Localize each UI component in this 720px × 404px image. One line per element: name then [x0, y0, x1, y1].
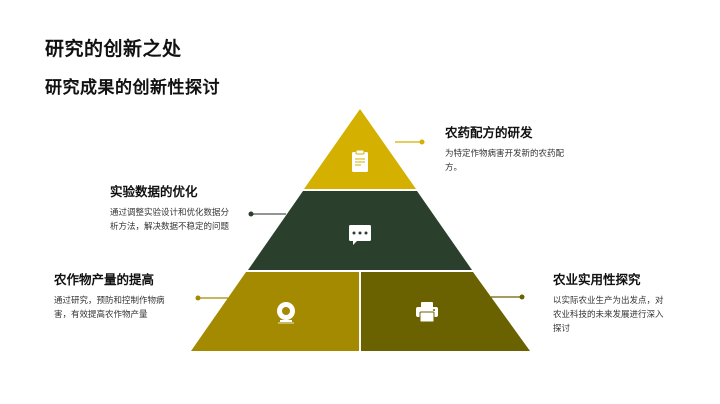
printer-icon: [416, 302, 438, 323]
clipboard-icon: [352, 149, 368, 172]
info-title: 农药配方的研发: [445, 125, 533, 140]
page-subtitle: 研究成果的创新性探讨: [45, 78, 220, 98]
info-title: 农作物产量的提高: [54, 272, 155, 287]
info-title: 农业实用性探究: [553, 272, 641, 287]
info-block-bottom-right: 农业实用性探究 以实际农业生产为出发点，对农业科技的未来发展进行深入探讨: [553, 269, 665, 336]
pyramid-tier-bottom-right: [361, 272, 530, 351]
info-desc: 通过调整实验设计和优化数据分析方法，解决数据不稳定的问题: [110, 208, 230, 232]
info-desc: 为特定作物病害开发新的农药配方。: [445, 149, 565, 173]
info-block-bottom-left: 农作物产量的提高 通过研究，预防和控制作物病害，有效提高农作物产量: [54, 269, 166, 322]
info-desc: 通过研究，预防和控制作物病害，有效提高农作物产量: [54, 296, 165, 320]
pyramid-tier-top: [304, 109, 416, 189]
info-block-middle: 实验数据的优化 通过调整实验设计和优化数据分析方法，解决数据不稳定的问题: [110, 181, 232, 234]
connector-dot-middle: [248, 211, 254, 217]
info-block-top: 农药配方的研发 为特定作物病害开发新的农药配方。: [445, 122, 565, 175]
chat-bubble-icon: [349, 225, 371, 245]
pyramid-tier-bottom-left: [191, 272, 359, 351]
connector-dot-bottom-right: [519, 294, 525, 300]
connector-dot-top: [419, 139, 425, 145]
page-title: 研究的创新之处: [45, 38, 182, 60]
info-title: 实验数据的优化: [110, 184, 198, 199]
info-desc: 以实际农业生产为出发点，对农业科技的未来发展进行深入探讨: [553, 296, 664, 334]
webcam-icon: [277, 302, 295, 324]
connector-dot-bottom-left: [195, 295, 201, 301]
